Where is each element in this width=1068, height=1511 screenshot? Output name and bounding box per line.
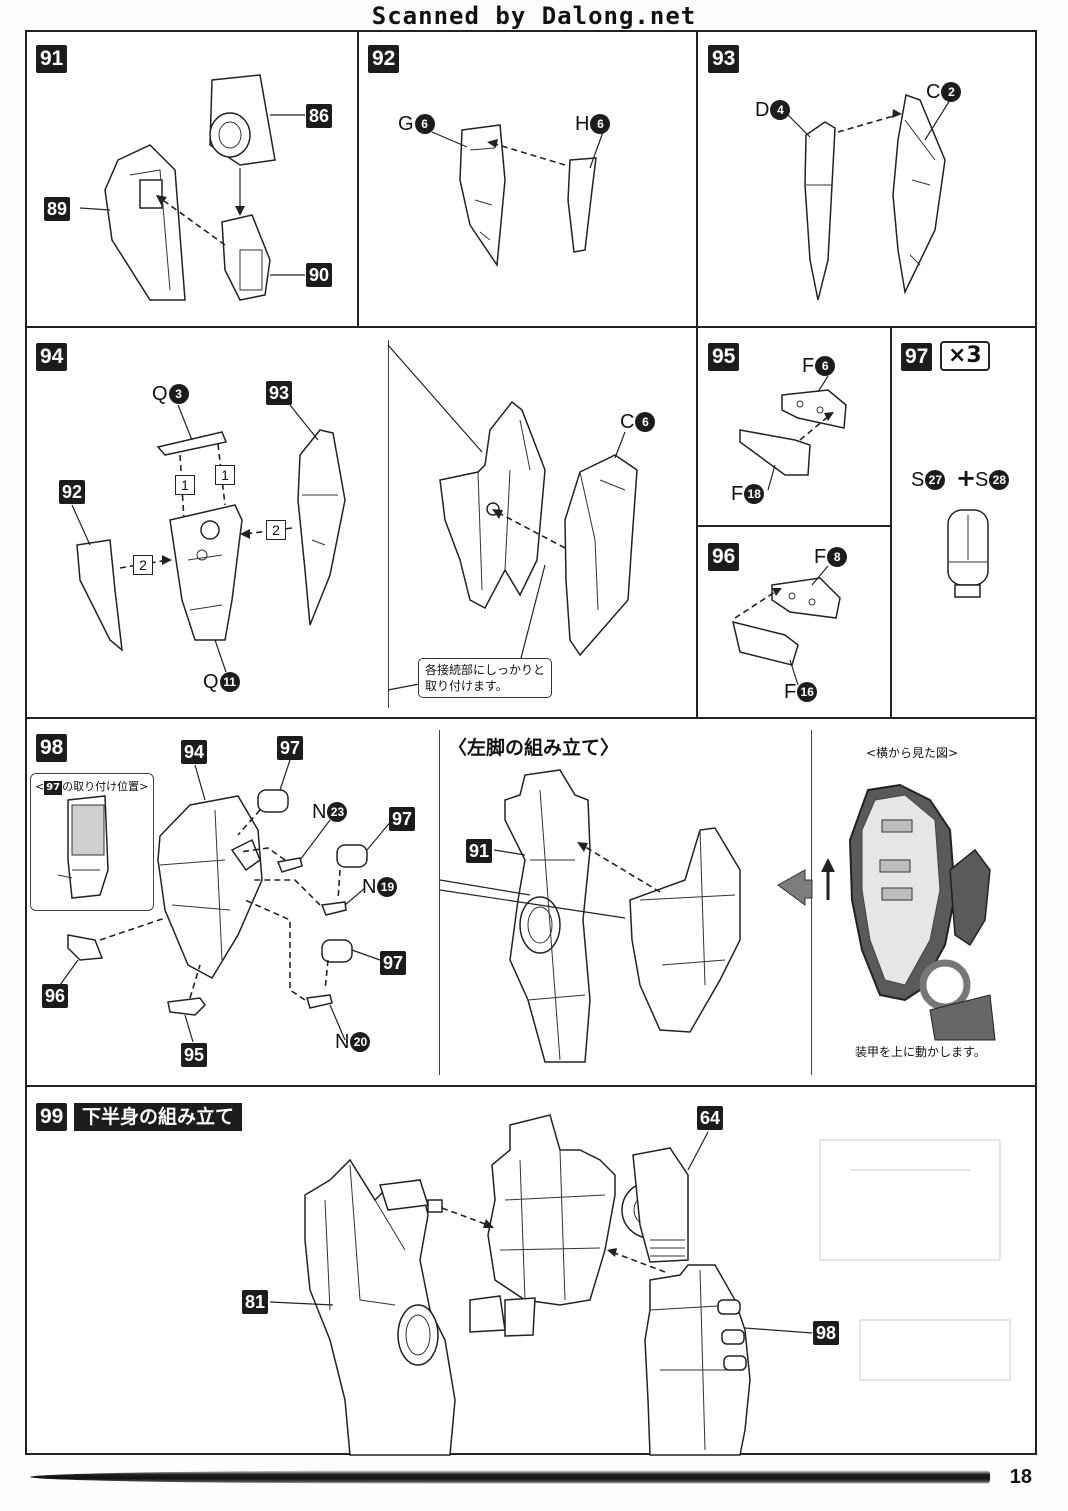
divider-row-2 — [25, 717, 1037, 719]
divider-92-93 — [696, 30, 698, 718]
step-94-order-1b: 1 — [215, 465, 235, 485]
step-98-left-leg-title: 〈左脚の組み立て〉 — [448, 737, 620, 759]
step-94-order-1a: 1 — [175, 475, 195, 495]
step-91-ref-86: 86 — [306, 104, 333, 128]
step-99-ref-64: 64 — [697, 1106, 724, 1130]
step-95-number: 95 — [708, 343, 740, 371]
step-94-ref-92: 92 — [59, 480, 86, 504]
divider-98-left — [439, 730, 440, 1075]
step-99-ref-81: 81 — [242, 1290, 269, 1314]
step-94-order-2b: 2 — [133, 555, 153, 575]
divider-row-3 — [25, 1085, 1037, 1087]
step-97-multiplier: ×3 — [940, 341, 990, 371]
step-94-number: 94 — [36, 343, 68, 371]
page-number: 18 — [1009, 1466, 1032, 1488]
step-99-title: 下半身の組み立て — [74, 1103, 243, 1131]
step-97-number: 97 — [901, 343, 933, 371]
step-94-ref-93: 93 — [266, 381, 293, 405]
step-91-number: 91 — [36, 45, 68, 73]
step-97-plus: + — [956, 464, 977, 492]
step-98-side-view-title: <横から見た図> — [866, 746, 959, 760]
step-96-number: 96 — [708, 543, 740, 571]
divider-91-92 — [357, 30, 359, 327]
footer-brush-stroke — [30, 1470, 990, 1484]
step-91-ref-90: 90 — [306, 263, 333, 287]
watermark: Scanned by Dalong.net — [371, 2, 697, 30]
divider-94-inner — [388, 340, 389, 708]
divider-row-1 — [25, 326, 1037, 328]
divider-98-right — [811, 730, 812, 1075]
divider-95-97 — [890, 326, 892, 718]
step-92-number: 92 — [368, 45, 400, 73]
step-98-ref-97-bottom: 97 — [380, 951, 407, 975]
step-98-ref-94: 94 — [181, 740, 208, 764]
step-98-ref-91: 91 — [466, 839, 493, 863]
step-98-number: 98 — [36, 734, 68, 762]
step-98-ref-97-mid: 97 — [389, 807, 416, 831]
step-93-number: 93 — [708, 45, 740, 73]
step-94-order-2a: 2 — [266, 520, 286, 540]
step-99-number: 99 — [36, 1103, 68, 1131]
step-98-ref-95: 95 — [181, 1043, 208, 1067]
step-91-ref-89: 89 — [44, 197, 71, 221]
step-98-ref-97-top: 97 — [277, 736, 304, 760]
divider-95-96 — [696, 525, 891, 527]
step-94-callout: 各接続部にしっかりと取り付けます。 — [418, 658, 553, 698]
step-98-ref-96: 96 — [42, 984, 69, 1008]
step-99-ref-98: 98 — [813, 1321, 840, 1345]
step-98-side-view-note: 装甲を上に動かします。 — [855, 1045, 986, 1059]
